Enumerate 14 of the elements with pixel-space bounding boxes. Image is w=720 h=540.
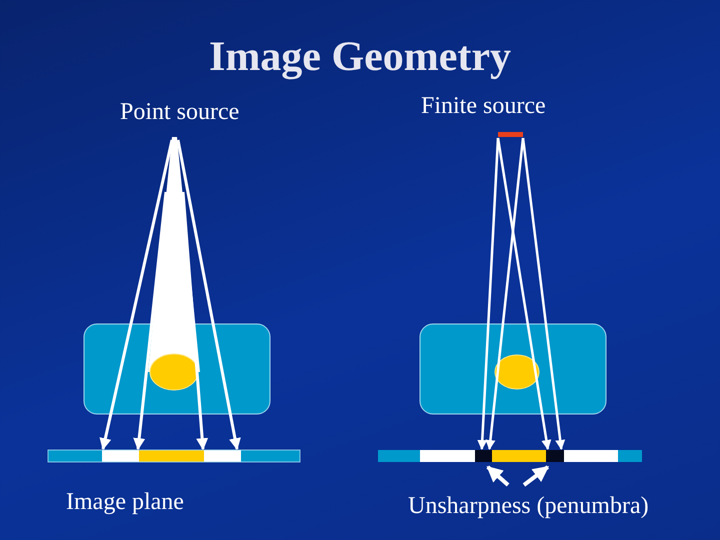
penumbra-segment	[546, 450, 564, 462]
finite-source-bar	[498, 132, 523, 137]
penumbra-label: Unsharpness (penumbra)	[408, 494, 649, 518]
title: Image Geometry	[208, 36, 512, 78]
ray-arrow	[496, 138, 552, 450]
ray-arrow	[522, 138, 566, 450]
ray-arrow	[477, 138, 500, 450]
penumbra-segment	[475, 450, 492, 462]
leader-arrow	[522, 465, 550, 487]
leader-arrow	[486, 466, 510, 486]
source-label: Finite source	[421, 94, 546, 118]
ray-arrow	[485, 138, 524, 450]
image-plane-label: Image plane	[66, 490, 184, 514]
source-label: Point source	[120, 100, 240, 124]
